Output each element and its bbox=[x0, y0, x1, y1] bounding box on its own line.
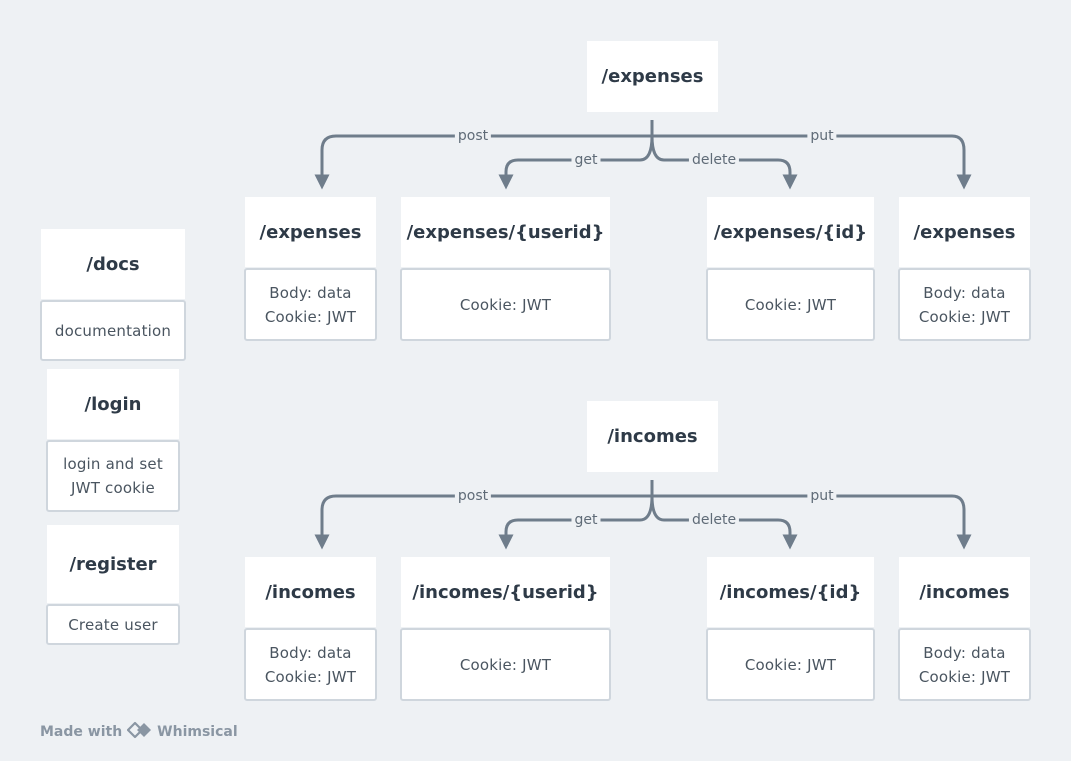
incomes-get-detail: Cookie: JWT bbox=[400, 628, 611, 701]
edge-label-delete: delete bbox=[688, 512, 740, 528]
expenses-root-box[interactable]: /expenses bbox=[587, 41, 718, 112]
edge-label-put: put bbox=[807, 488, 837, 504]
expenses-get-detail: Cookie: JWT bbox=[400, 268, 611, 341]
incomes-root-box[interactable]: /incomes bbox=[587, 401, 718, 472]
incomes-connectors bbox=[314, 480, 972, 550]
register-detail-box: Create user bbox=[46, 604, 180, 645]
edge-label-put: put bbox=[807, 128, 837, 144]
made-with-label: Made with bbox=[40, 724, 123, 740]
incomes-delete-title[interactable]: /incomes/{id} bbox=[707, 557, 874, 627]
login-detail-box: login and set JWT cookie bbox=[46, 440, 180, 512]
expenses-get-title[interactable]: /expenses/{userid} bbox=[401, 197, 610, 267]
expenses-post-detail: Body: data Cookie: JWT bbox=[244, 268, 377, 341]
incomes-delete-detail: Cookie: JWT bbox=[706, 628, 875, 701]
edge-label-get: get bbox=[571, 512, 601, 528]
incomes-post-detail: Body: data Cookie: JWT bbox=[244, 628, 377, 701]
docs-detail-box: documentation bbox=[40, 300, 186, 361]
whimsical-brand-label: Whimsical bbox=[157, 724, 238, 740]
incomes-put-title[interactable]: /incomes bbox=[899, 557, 1030, 627]
expenses-connectors bbox=[314, 120, 972, 190]
made-with-whimsical-badge[interactable]: Made with Whimsical bbox=[40, 721, 238, 743]
docs-title-box[interactable]: /docs bbox=[41, 229, 185, 299]
incomes-put-detail: Body: data Cookie: JWT bbox=[898, 628, 1031, 701]
whimsical-logo-icon bbox=[127, 721, 153, 743]
edge-label-post: post bbox=[454, 488, 492, 504]
expenses-put-title[interactable]: /expenses bbox=[899, 197, 1030, 267]
edge-label-delete: delete bbox=[688, 152, 740, 168]
incomes-get-title[interactable]: /incomes/{userid} bbox=[401, 557, 610, 627]
register-title-box[interactable]: /register bbox=[47, 525, 179, 603]
edge-label-get: get bbox=[571, 152, 601, 168]
login-title-box[interactable]: /login bbox=[47, 369, 179, 439]
expenses-post-title[interactable]: /expenses bbox=[245, 197, 376, 267]
expenses-delete-title[interactable]: /expenses/{id} bbox=[707, 197, 874, 267]
edge-label-post: post bbox=[454, 128, 492, 144]
expenses-put-detail: Body: data Cookie: JWT bbox=[898, 268, 1031, 341]
expenses-delete-detail: Cookie: JWT bbox=[706, 268, 875, 341]
incomes-post-title[interactable]: /incomes bbox=[245, 557, 376, 627]
